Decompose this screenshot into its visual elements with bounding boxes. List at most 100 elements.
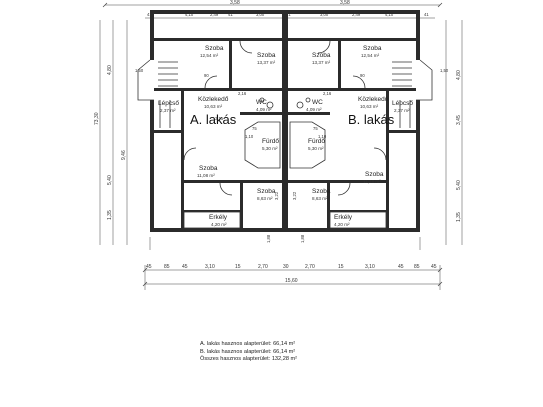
measure: 90 xyxy=(360,73,365,78)
room-area: 4,20 m² xyxy=(211,222,227,227)
summary-line-b: B. lakás hasznos alapterület: 66,14 m² xyxy=(200,348,296,355)
dim-right-3: 5,40 xyxy=(456,180,462,190)
dim-right-2: 3,45 xyxy=(456,115,462,125)
room-area: 2,37 m² xyxy=(160,108,176,113)
room-name: Szoba xyxy=(363,45,382,52)
apartment-a-label: A. lakás xyxy=(190,112,237,127)
dim-bottom: 45 xyxy=(182,264,188,270)
top-dimension-line: 3,58 3,58 xyxy=(102,0,443,8)
bottom-dimension-lines: 45 85 45 3,10 15 2,70 30 2,70 15 3,10 45… xyxy=(142,237,443,290)
measure: 2,16 xyxy=(323,91,332,96)
room-area: 5,30 m² xyxy=(262,146,278,151)
dim-left-4: 9,46 xyxy=(121,150,127,160)
summary-line-a: A. lakás hasznos alapterület: 66,14 m² xyxy=(200,341,296,347)
measure: 90 xyxy=(204,73,209,78)
dim-row2-1: 4,10 xyxy=(185,12,194,17)
measure: 1,88 xyxy=(266,234,271,243)
right-dimension-lines: 4,80 3,45 5,40 1,35 1,50 xyxy=(440,20,463,245)
dim-bottom: 15 xyxy=(235,264,241,270)
room-name: Szoba xyxy=(257,188,276,195)
room-area: 11,28 m² xyxy=(363,179,381,184)
inner-measurements: 2,16 2,16 3,15 1,10 1,10 90 90 75 75 1,8… xyxy=(204,73,365,243)
dim-left-total: 73,30 xyxy=(94,112,100,125)
room-area: 12,54 m² xyxy=(361,53,380,58)
room-area: 12,54 m² xyxy=(200,53,219,58)
dim-bottom: 45 xyxy=(146,264,152,270)
room-area: 5,30 m² xyxy=(308,146,324,151)
dim-total: 15,60 xyxy=(285,278,298,284)
room-area: 10,63 m² xyxy=(204,104,223,109)
room-area: 4,09 m² xyxy=(256,107,272,112)
door-swings xyxy=(183,40,387,196)
room-name: Fürdő xyxy=(308,138,325,145)
dim-left-5: 1,35 xyxy=(107,210,113,220)
measure: 3,22 xyxy=(292,191,297,200)
dim-row2-7: 2,49 xyxy=(352,12,361,17)
left-dimension-lines: 73,30 4,80 5,40 9,46 1,35 1,50 xyxy=(94,20,144,245)
room-name: Szoba xyxy=(257,52,276,59)
dim-row2-5: 41 xyxy=(286,12,291,17)
dim-bottom: 15 xyxy=(338,264,344,270)
room-name: Erkély xyxy=(209,214,228,221)
dim-left-3: 5,40 xyxy=(107,175,113,185)
room-name: Közlekedő xyxy=(358,96,389,103)
room-area: 13,37 m² xyxy=(312,60,331,65)
dim-bottom: 85 xyxy=(414,264,420,270)
room-labels: Szoba 12,54 m² Szoba 13,37 m² Szoba 13,3… xyxy=(158,45,413,227)
room-name: Szoba xyxy=(205,45,224,52)
dim-right-1: 4,80 xyxy=(456,70,462,80)
balcony-railing xyxy=(183,211,387,229)
room-name: Lépcső xyxy=(158,100,179,107)
dim-row2-9: 41 xyxy=(424,12,429,17)
dim-row2-8: 4,10 xyxy=(385,12,394,17)
dim-bottom: 45 xyxy=(431,264,437,270)
room-name: WC xyxy=(256,99,267,106)
bathroom-outlines xyxy=(244,121,326,169)
room-name: Fürdő xyxy=(262,138,279,145)
room-area: 8,63 m² xyxy=(312,196,328,201)
room-name: WC xyxy=(312,99,323,106)
dim-row2-3: 41 xyxy=(228,12,233,17)
dim-right-0: 1,50 xyxy=(440,68,449,73)
dim-bottom: 30 xyxy=(283,264,289,270)
measure: 75 xyxy=(252,126,257,131)
dim-row2-4: 3,00 xyxy=(256,12,265,17)
measure: 2,16 xyxy=(238,91,247,96)
measure: 3,22 xyxy=(274,191,279,200)
measure: 1,10 xyxy=(245,134,254,139)
dim-bottom: 2,70 xyxy=(258,264,268,270)
room-name: Lépcső xyxy=(392,100,413,107)
inner-walls xyxy=(154,38,416,228)
summary-line-total: Összes hasznos alapterület: 132,28 m² xyxy=(200,356,298,363)
measure: 1,10 xyxy=(318,134,327,139)
room-name: Szoba xyxy=(312,188,331,195)
dim-bottom: 3,10 xyxy=(205,264,215,270)
room-name: Szoba xyxy=(199,165,218,172)
room-name: Szoba xyxy=(365,171,384,178)
room-name: Szoba xyxy=(312,52,331,59)
bathroom-fixtures xyxy=(259,97,311,109)
area-summary: A. lakás hasznos alapterület: 66,14 m² B… xyxy=(200,341,297,364)
room-area: 2,37 m² xyxy=(394,108,410,113)
measure: 75 xyxy=(313,126,318,131)
measure: 1,88 xyxy=(300,234,305,243)
dim-bottom: 3,10 xyxy=(365,264,375,270)
room-area: 11,08 m² xyxy=(197,173,215,178)
room-area: 4,20 m² xyxy=(334,222,350,227)
dim-left-0: 1,50 xyxy=(135,68,144,73)
dim-bottom: 85 xyxy=(164,264,170,270)
room-area: 13,37 m² xyxy=(257,60,276,65)
outer-walls xyxy=(137,10,433,232)
room-area: 4,09 m² xyxy=(306,107,322,112)
measure: 3,15 xyxy=(215,116,224,121)
room-area: 8,63 m² xyxy=(257,196,273,201)
room-area: 10,63 m² xyxy=(360,104,379,109)
stairs xyxy=(158,61,412,128)
dim-row2-6: 3,00 xyxy=(320,12,329,17)
top-dimension-row: 41 4,10 2,49 41 3,00 41 3,00 2,49 4,10 4… xyxy=(145,12,435,19)
dim-right-4: 1,35 xyxy=(456,212,462,222)
dim-bottom: 45 xyxy=(398,264,404,270)
dim-row2-0: 41 xyxy=(147,12,152,17)
dim-top-b: 3,58 xyxy=(340,0,350,6)
